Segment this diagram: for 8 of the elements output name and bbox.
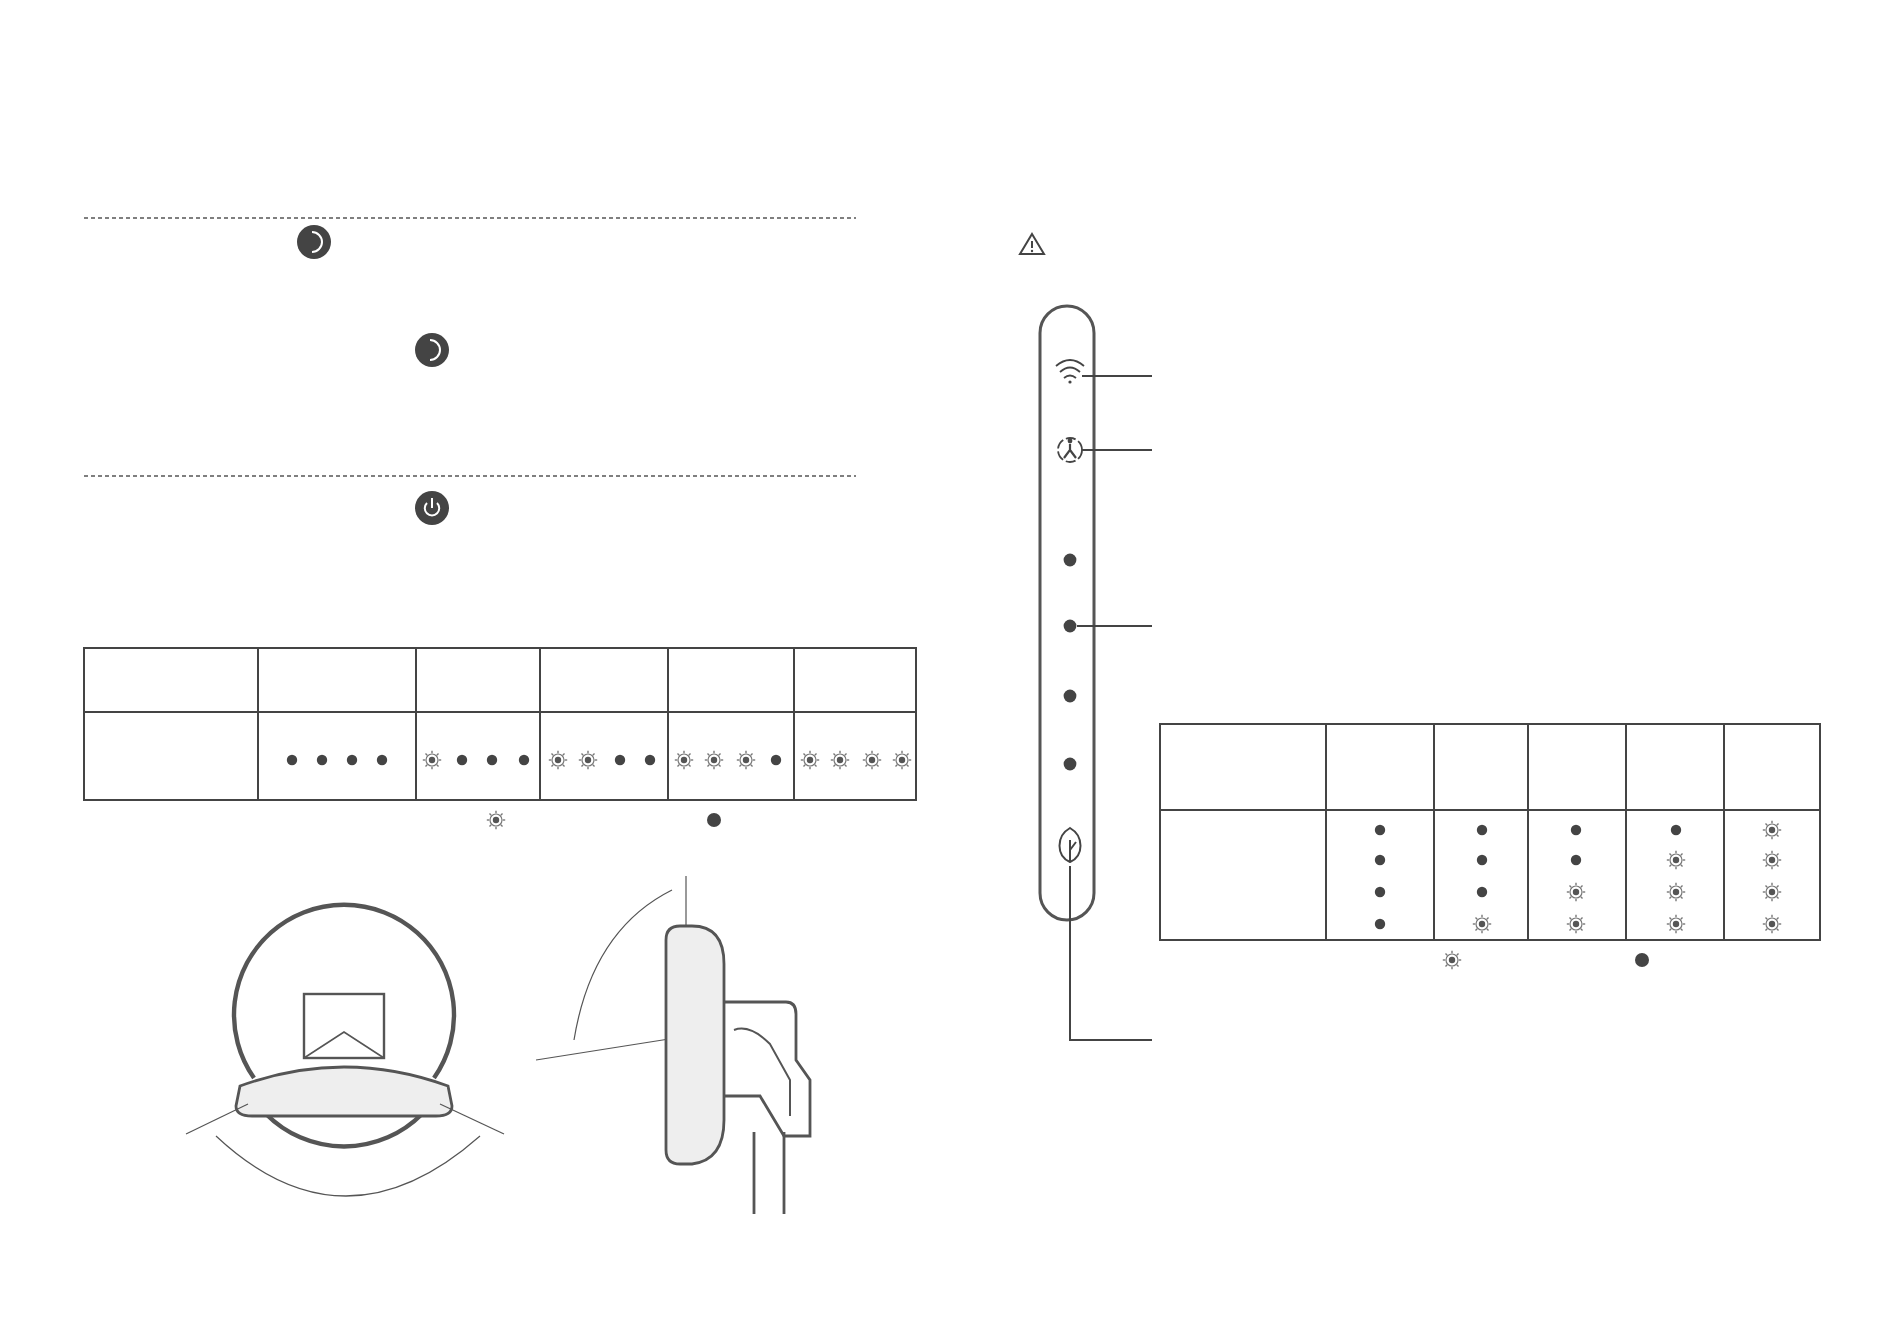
wifi-icon <box>1055 359 1085 384</box>
leader-line <box>1069 865 1153 1041</box>
person-icon <box>1057 437 1083 463</box>
leaf-icon <box>1058 827 1082 863</box>
leader-line <box>1076 625 1153 627</box>
leader-line <box>1081 375 1153 377</box>
lit-dot-icon <box>1063 619 1077 633</box>
leader-line <box>1081 449 1153 451</box>
